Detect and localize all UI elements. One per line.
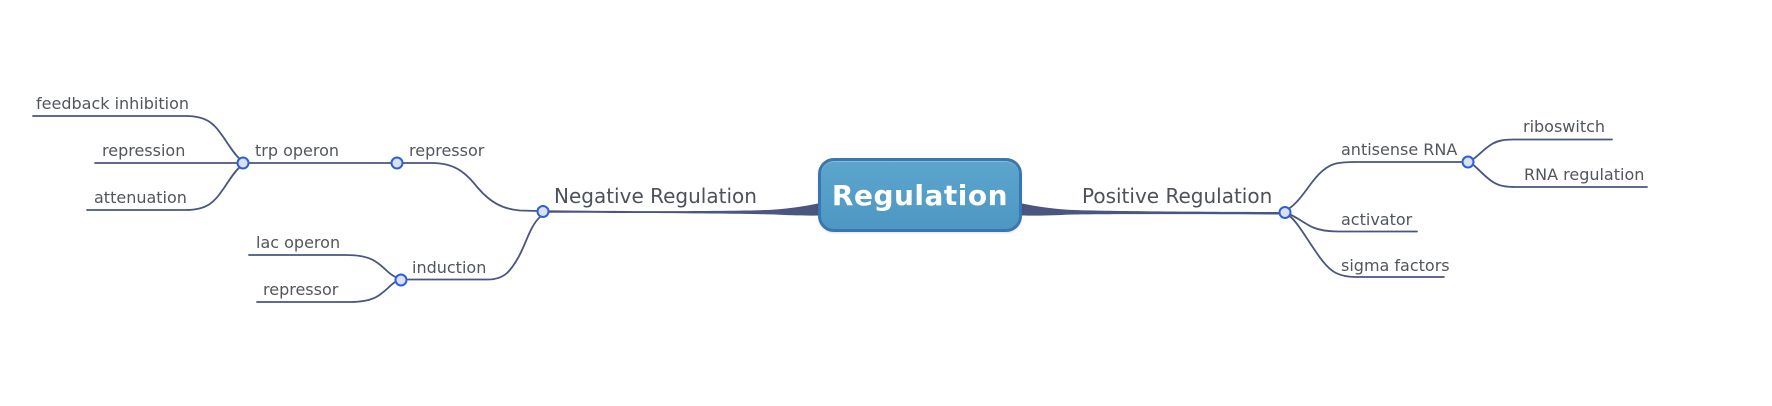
node-sigma-factors[interactable]: sigma factors [1341, 256, 1450, 275]
edge-activator [1289, 213, 1418, 233]
root-node-label: Regulation [831, 178, 1009, 212]
edge-negative-root [544, 203, 818, 216]
node-induction[interactable]: induction [412, 258, 487, 277]
edge-riboswitch [1473, 138, 1613, 160]
node-lac-operon[interactable]: lac operon [256, 233, 341, 252]
node-riboswitch[interactable]: riboswitch [1523, 117, 1606, 136]
node-positive-regulation[interactable]: Positive Regulation [1082, 184, 1273, 208]
node-antisense-rna[interactable]: antisense RNA [1341, 140, 1458, 159]
expander-repressor-icon[interactable] [390, 156, 404, 170]
node-repressor-lac[interactable]: repressor [263, 280, 339, 299]
edge-feedback-inhibition [32, 115, 241, 160]
edge-lac-operon [248, 254, 399, 279]
expander-trp-operon-icon[interactable] [236, 156, 250, 170]
edge-positive-antisense [1288, 161, 1462, 210]
edge-sigma-factors [1288, 214, 1445, 278]
node-rna-regulation[interactable]: RNA regulation [1524, 165, 1645, 184]
node-feedback-inhibition[interactable]: feedback inhibition [36, 94, 190, 113]
edge-attenuation [86, 166, 241, 211]
expander-negative-regulation-icon[interactable] [536, 205, 550, 218]
node-repressor-trp[interactable]: repressor [409, 141, 485, 160]
node-negative-regulation[interactable]: Negative Regulation [554, 184, 757, 208]
expander-induction-icon[interactable] [394, 273, 408, 287]
edge-rna-regulation [1473, 164, 1648, 188]
node-repression[interactable]: repression [102, 141, 186, 160]
edge-root-positive [1022, 203, 1281, 216]
edge-repressor-negative [401, 162, 539, 212]
node-activator[interactable]: activator [1341, 210, 1413, 229]
node-trp-operon[interactable]: trp operon [255, 141, 340, 160]
node-attenuation[interactable]: attenuation [94, 188, 187, 207]
root-node[interactable]: Regulation [818, 158, 1022, 232]
edge-induction-negative [407, 216, 541, 281]
expander-positive-regulation-icon[interactable] [1278, 206, 1292, 219]
expander-antisense-rna-icon[interactable] [1461, 155, 1475, 169]
